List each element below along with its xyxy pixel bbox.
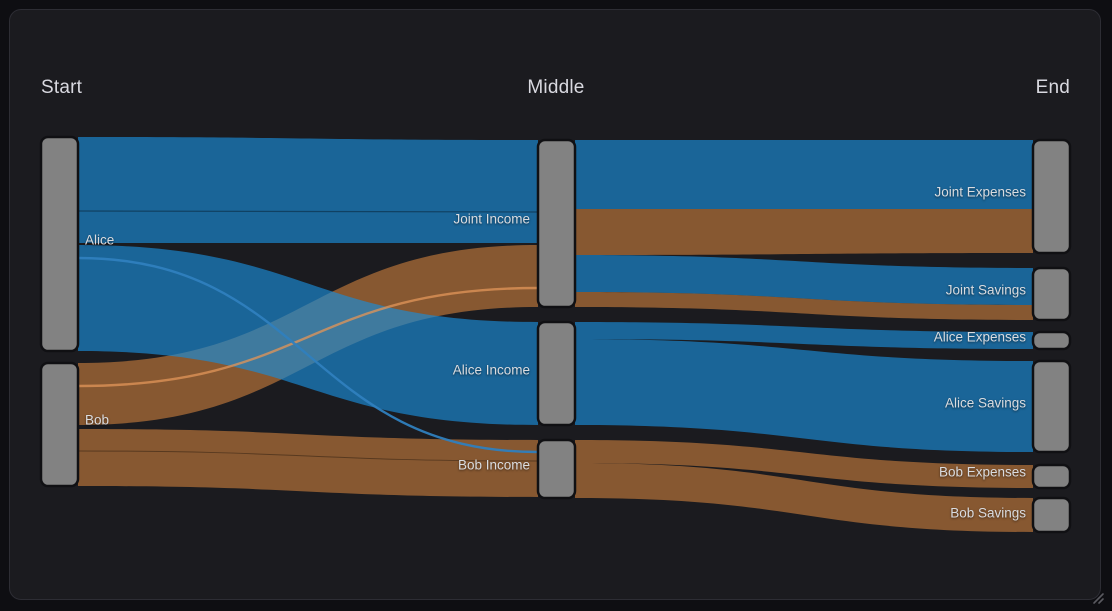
sankey-link-joint-income--joint-savings[interactable] [575,292,1033,320]
node-label-alice-savings: Alice Savings [944,395,1026,411]
diagonal-resize-grip-icon[interactable] [1090,590,1106,606]
node-label-alice: Alice [85,232,115,248]
column-header-middle: Middle [527,77,585,98]
sankey-link-bob-income--bob-expenses[interactable] [575,440,1033,488]
sankey-node-alice[interactable] [39,135,80,353]
column-header-start: Start [41,77,83,98]
sankey-link-bob--joint-income[interactable] [77,286,539,388]
node-label-joint-expenses: Joint Expenses [934,184,1026,200]
sankey-link-alice--bob-income[interactable] [77,256,539,454]
sankey-node-bob-income[interactable] [536,438,577,500]
sankey-link-alice--joint-income[interactable] [77,210,539,213]
node-label-bob-savings: Bob Savings [950,505,1026,521]
node-label-alice-expenses: Alice Expenses [933,329,1026,345]
node-label-bob-expenses: Bob Expenses [938,464,1026,480]
sankey-node-bob-expenses[interactable] [1031,463,1072,490]
sankey-link-bob--bob-income[interactable] [77,450,539,462]
sankey-link-joint-income--joint-savings[interactable] [575,255,1033,305]
sankey-node-alice-savings[interactable] [1031,359,1072,454]
sankey-link-alice-income--alice-expenses[interactable] [575,322,1033,349]
node-label-bob-income: Bob Income [457,457,530,473]
sankey-link-alice-income--alice-savings[interactable] [575,339,1033,452]
sankey-node-joint-savings[interactable] [1031,266,1072,322]
sankey-link-alice--alice-income[interactable] [78,245,538,425]
sankey-node-joint-expenses[interactable] [1031,138,1072,255]
sankey-link-bob--bob-income[interactable] [78,429,538,497]
column-header-end: End [1035,77,1070,98]
sankey-link-alice--joint-income[interactable] [78,137,538,243]
sankey-link-bob-income--bob-savings[interactable] [575,463,1033,532]
sankey-node-bob[interactable] [39,361,80,488]
sankey-link-joint-income--joint-expenses[interactable] [575,140,1033,209]
sankey-node-joint-income[interactable] [536,138,577,309]
node-label-joint-savings: Joint Savings [945,282,1026,298]
node-label-joint-income: Joint Income [453,211,530,227]
sankey-link-joint-income--joint-expenses[interactable] [575,209,1033,255]
sankey-node-bob-savings[interactable] [1031,496,1072,534]
sankey-node-alice-expenses[interactable] [1031,330,1072,351]
sankey-node-alice-income[interactable] [536,320,577,427]
node-label-alice-income: Alice Income [452,362,530,378]
node-label-bob: Bob [85,412,110,428]
